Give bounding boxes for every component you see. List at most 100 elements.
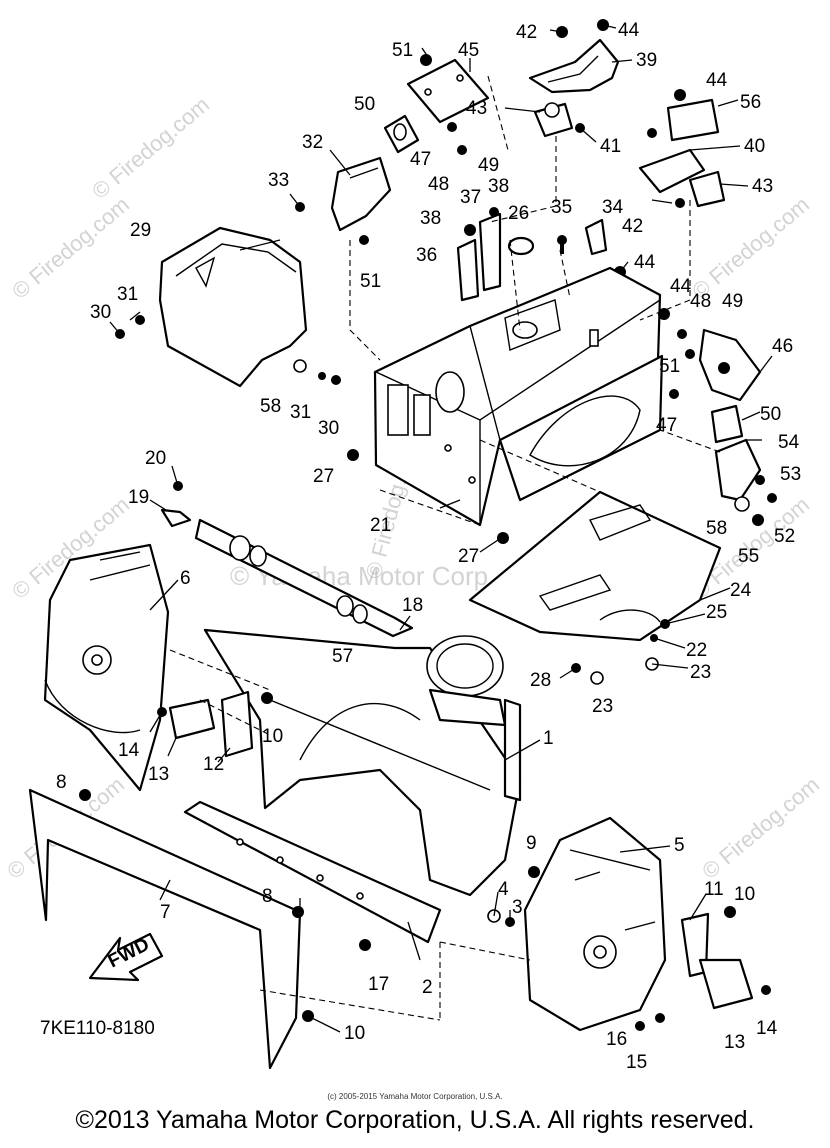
cover-29 bbox=[115, 226, 341, 388]
bolt-10-upper bbox=[261, 692, 273, 704]
callout-51-left: 51 bbox=[360, 271, 381, 292]
bracket-45 bbox=[406, 54, 490, 124]
callout-13-left: 13 bbox=[148, 764, 169, 785]
bolt-27-center bbox=[497, 532, 509, 544]
callout-52: 52 bbox=[774, 526, 795, 547]
callout-48-top: 48 bbox=[428, 174, 449, 195]
washer-58-right bbox=[734, 496, 750, 512]
callout-35: 35 bbox=[551, 197, 572, 218]
bracket-39-assembly bbox=[528, 19, 620, 94]
small-fasteners-top bbox=[447, 122, 685, 208]
callout-45: 45 bbox=[458, 40, 479, 61]
watermark-firedog-right-top: © Firedog.com bbox=[687, 192, 814, 304]
callout-30-left: 30 bbox=[90, 302, 111, 323]
callout-4: 4 bbox=[498, 879, 509, 900]
callout-19: 19 bbox=[128, 487, 149, 508]
frame-21 bbox=[373, 266, 664, 527]
clip-34 bbox=[584, 218, 608, 256]
callout-23-right: 23 bbox=[690, 662, 711, 683]
nut-52 bbox=[767, 493, 777, 503]
callout-36: 36 bbox=[416, 245, 437, 266]
leader-lines bbox=[109, 24, 773, 1033]
callout-27-center: 27 bbox=[458, 546, 479, 567]
callout-8-lower: 8 bbox=[262, 886, 273, 907]
callout-31-left: 31 bbox=[117, 284, 138, 305]
nut-9 bbox=[528, 866, 540, 878]
callout-51-right: 51 bbox=[659, 356, 680, 377]
callout-26: 26 bbox=[508, 203, 529, 224]
callout-41: 41 bbox=[600, 136, 621, 157]
callout-44-mid: 44 bbox=[634, 252, 656, 273]
callout-9: 9 bbox=[526, 833, 537, 854]
callout-48-right: 48 bbox=[690, 291, 711, 312]
callout-10-upper: 10 bbox=[262, 726, 283, 747]
bolt-14-right bbox=[761, 985, 771, 995]
callout-31-right: 31 bbox=[290, 402, 311, 423]
callout-55: 55 bbox=[738, 546, 759, 567]
bracket-12 bbox=[220, 690, 254, 758]
nut-23-center bbox=[590, 671, 604, 685]
callout-47-right: 47 bbox=[656, 415, 677, 436]
watermark-firedog-left-top: © Firedog.com bbox=[7, 192, 134, 304]
mount-43-right bbox=[688, 170, 726, 208]
bolt-35 bbox=[557, 235, 567, 254]
nut-44-right bbox=[658, 308, 670, 320]
callout-37: 37 bbox=[460, 187, 481, 208]
callout-43-right: 43 bbox=[752, 176, 773, 197]
callout-56: 56 bbox=[740, 92, 761, 113]
bracket-13-left bbox=[168, 698, 216, 740]
bushing-50-right bbox=[710, 404, 744, 444]
watermark-firedog-upper-left: © Firedog.com bbox=[87, 92, 214, 204]
callout-44-top: 44 bbox=[618, 20, 640, 41]
callout-44-right: 44 bbox=[670, 276, 692, 297]
callout-10-right: 10 bbox=[734, 884, 755, 905]
fwd-arrow-icon: FWD bbox=[88, 932, 164, 982]
nut-17 bbox=[359, 939, 371, 951]
bracket-36-37 bbox=[456, 207, 502, 302]
bracket-40 bbox=[638, 148, 706, 194]
callout-57: 57 bbox=[332, 646, 353, 667]
callout-40: 40 bbox=[744, 136, 765, 157]
callout-14-left: 14 bbox=[118, 740, 140, 761]
small-credit-line: (c) 2005-2015 Yamaha Motor Corporation, … bbox=[327, 1092, 503, 1101]
callout-25: 25 bbox=[706, 602, 727, 623]
callout-50-top: 50 bbox=[354, 94, 375, 115]
callout-53: 53 bbox=[780, 464, 801, 485]
callout-29: 29 bbox=[130, 220, 151, 241]
bracket-32 bbox=[295, 156, 392, 245]
bolt-48-right bbox=[677, 329, 687, 339]
bolt-10-right bbox=[724, 906, 736, 918]
callout-5: 5 bbox=[674, 835, 685, 856]
callout-42-top: 42 bbox=[516, 22, 537, 43]
callout-10-lower: 10 bbox=[344, 1023, 365, 1044]
callout-54: 54 bbox=[778, 432, 800, 453]
scraper-7 bbox=[28, 788, 302, 1070]
callout-15: 15 bbox=[626, 1052, 647, 1073]
mount-43-top bbox=[533, 102, 574, 138]
callout-21: 21 bbox=[370, 515, 391, 536]
callout-16: 16 bbox=[606, 1029, 627, 1050]
bracket-54 bbox=[714, 438, 762, 502]
callout-22: 22 bbox=[686, 640, 707, 661]
callout-33: 33 bbox=[268, 170, 289, 191]
callout-39: 39 bbox=[636, 50, 657, 71]
callout-2: 2 bbox=[422, 977, 433, 998]
callout-49-right: 49 bbox=[722, 291, 743, 312]
callout-44-upper-right: 44 bbox=[706, 70, 728, 91]
strip-2 bbox=[183, 800, 442, 944]
watermark-firedog-right-bottom: © Firedog.com bbox=[697, 772, 824, 884]
callout-47-top: 47 bbox=[410, 149, 431, 170]
nut-51-right bbox=[685, 349, 695, 359]
callout-24: 24 bbox=[730, 580, 752, 601]
callout-49-top: 49 bbox=[478, 155, 499, 176]
bolt-15 bbox=[655, 1013, 665, 1023]
callout-42-right: 42 bbox=[622, 216, 643, 237]
callout-51-top: 51 bbox=[392, 40, 413, 61]
diagram-code: 7KE110-8180 bbox=[40, 1018, 155, 1039]
callout-3: 3 bbox=[512, 897, 523, 918]
callout-20: 20 bbox=[145, 448, 166, 469]
bolt-55 bbox=[752, 514, 764, 526]
bolt-47-right bbox=[669, 389, 679, 399]
copyright-footer: ©2013 Yamaha Motor Corporation, U.S.A. A… bbox=[75, 1106, 755, 1134]
callout-13-right: 13 bbox=[724, 1032, 745, 1053]
